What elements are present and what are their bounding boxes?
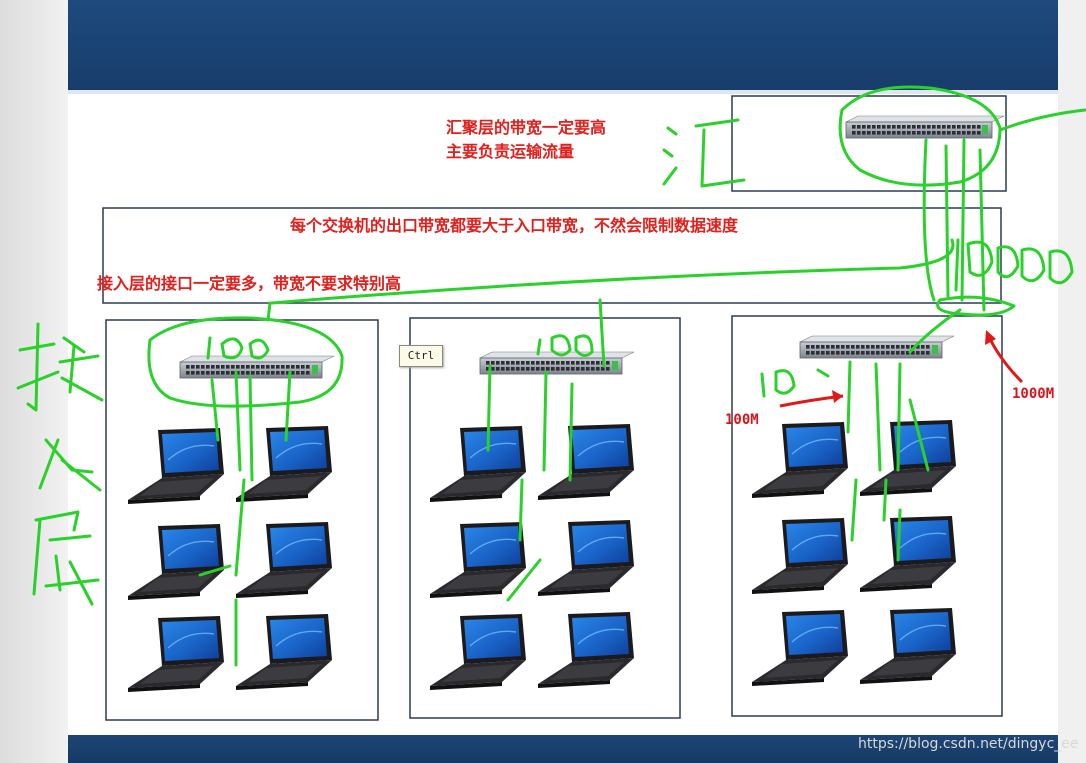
- access-switch-3-icon: [799, 335, 955, 359]
- access-switch-2-icon: [479, 351, 635, 375]
- aggregation-note-line2: 主要负责运输流量: [446, 142, 575, 161]
- laptop-icon: [236, 522, 332, 598]
- label-1000m: 1000M: [1012, 386, 1055, 402]
- access-box-2: [409, 317, 681, 719]
- laptop-icon: [860, 516, 956, 592]
- laptop-icon: [430, 522, 526, 598]
- laptop-icon: [752, 610, 848, 686]
- aggregation-box: [731, 95, 1007, 192]
- access-layer-note: 接入层的接口一定要多，带宽不要求特别高: [97, 274, 402, 293]
- arrow-icon: [779, 390, 844, 408]
- watermark-url: https://blog.csdn.net/dingyc_ee: [858, 736, 1079, 752]
- bandwidth-rule-note: 每个交换机的出口带宽都要大于入口带宽，不然会限制数据速度: [290, 216, 739, 235]
- arrow-icon: [985, 330, 1024, 384]
- access-switch-1-icon: [179, 355, 335, 379]
- laptop-icon: [860, 608, 956, 684]
- laptop-icon: [538, 520, 634, 596]
- ctrl-tooltip: Ctrl: [399, 345, 443, 367]
- laptop-icon: [538, 424, 634, 500]
- handwriting-overlay: [16, 85, 1086, 667]
- laptop-icon: [752, 422, 848, 498]
- laptop-icon: [128, 428, 224, 504]
- laptop-icon: [128, 524, 224, 600]
- access-box-1: [105, 319, 379, 721]
- label-100m: 100M: [725, 412, 759, 428]
- footer-band: [68, 735, 1058, 763]
- middle-box: [102, 207, 1002, 304]
- access-box-3: [731, 315, 1003, 717]
- laptop-icon: [236, 426, 332, 502]
- right-margin: [1058, 0, 1086, 763]
- aggregation-note-line1: 汇聚层的带宽一定要高: [446, 118, 607, 137]
- laptop-icon: [538, 612, 634, 688]
- aggregation-switch-icon: [845, 115, 1005, 139]
- header-divider: [68, 90, 1058, 94]
- laptop-icon: [752, 518, 848, 594]
- laptop-icon: [128, 616, 224, 692]
- header-band: [68, 0, 1058, 90]
- laptop-icon: [430, 426, 526, 502]
- laptop-icon: [236, 614, 332, 690]
- laptop-icon: [430, 614, 526, 690]
- laptop-icon: [860, 420, 956, 496]
